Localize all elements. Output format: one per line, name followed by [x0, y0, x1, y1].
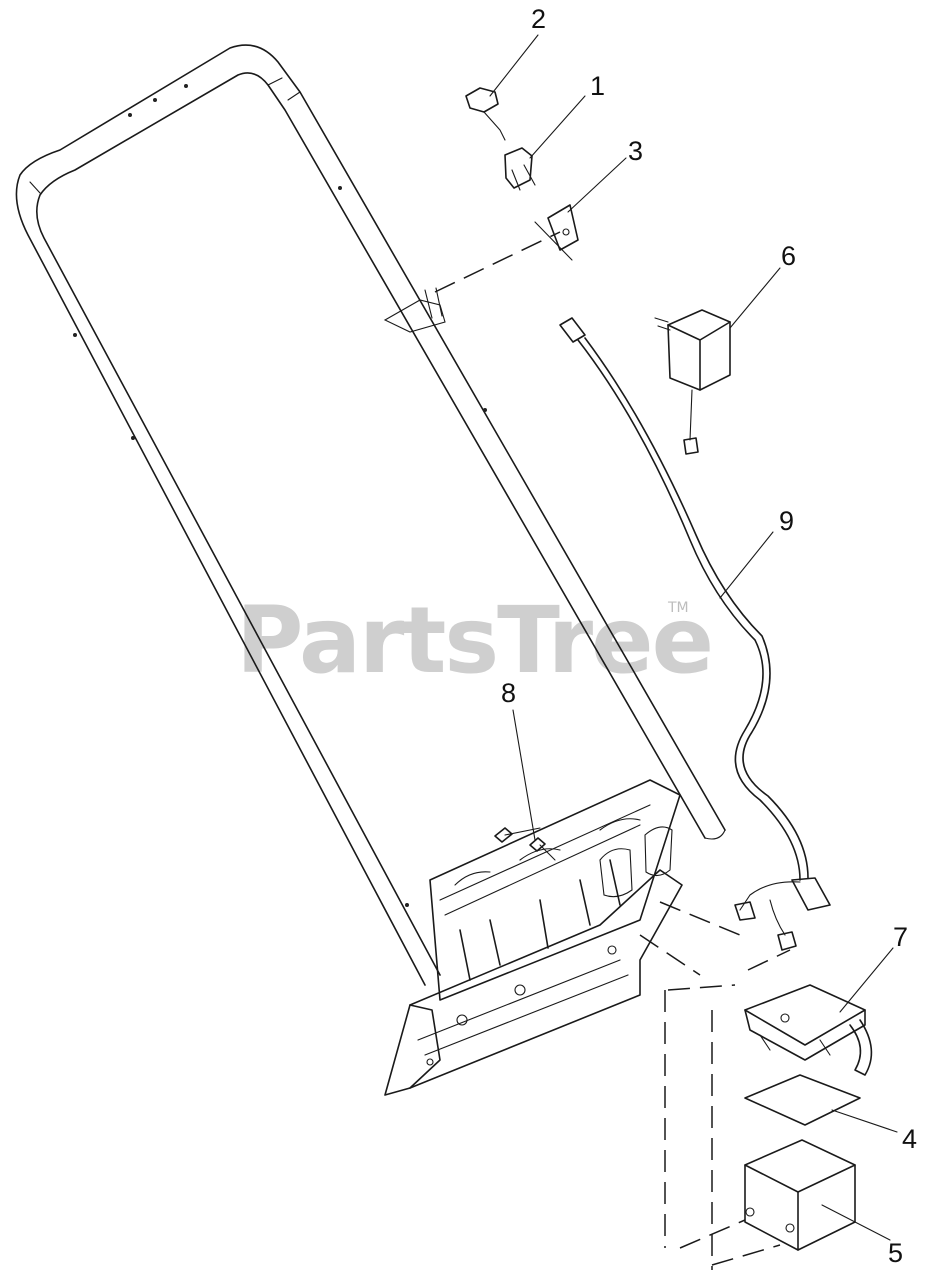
watermark-trademark: TM	[667, 600, 689, 616]
part-6-charger	[654, 309, 731, 455]
callout-5: 5	[888, 1238, 903, 1268]
lower-deck-plate	[384, 779, 683, 1096]
callout-1: 1	[590, 71, 605, 101]
part-7-bracket	[744, 984, 873, 1076]
watermark-logo: PartsTree	[236, 587, 712, 694]
part-2-key	[465, 87, 506, 141]
callout-4: 4	[902, 1124, 917, 1154]
callout-3: 3	[628, 136, 643, 166]
part-8-screws	[494, 827, 556, 861]
part-1-switch	[504, 147, 536, 191]
part-5-battery	[744, 1139, 856, 1251]
callout-2: 2	[531, 4, 546, 34]
part-9-wire-harness	[559, 317, 831, 951]
callout-9: 9	[779, 506, 794, 536]
handle-frame	[15, 44, 726, 986]
assembly-guides	[434, 231, 791, 1270]
part-3-bracket	[534, 204, 579, 261]
callout-6: 6	[781, 241, 796, 271]
callout-7: 7	[893, 922, 908, 952]
part-4-pad	[744, 1074, 861, 1126]
callout-8: 8	[501, 678, 516, 708]
leader-lines	[489, 34, 898, 1241]
